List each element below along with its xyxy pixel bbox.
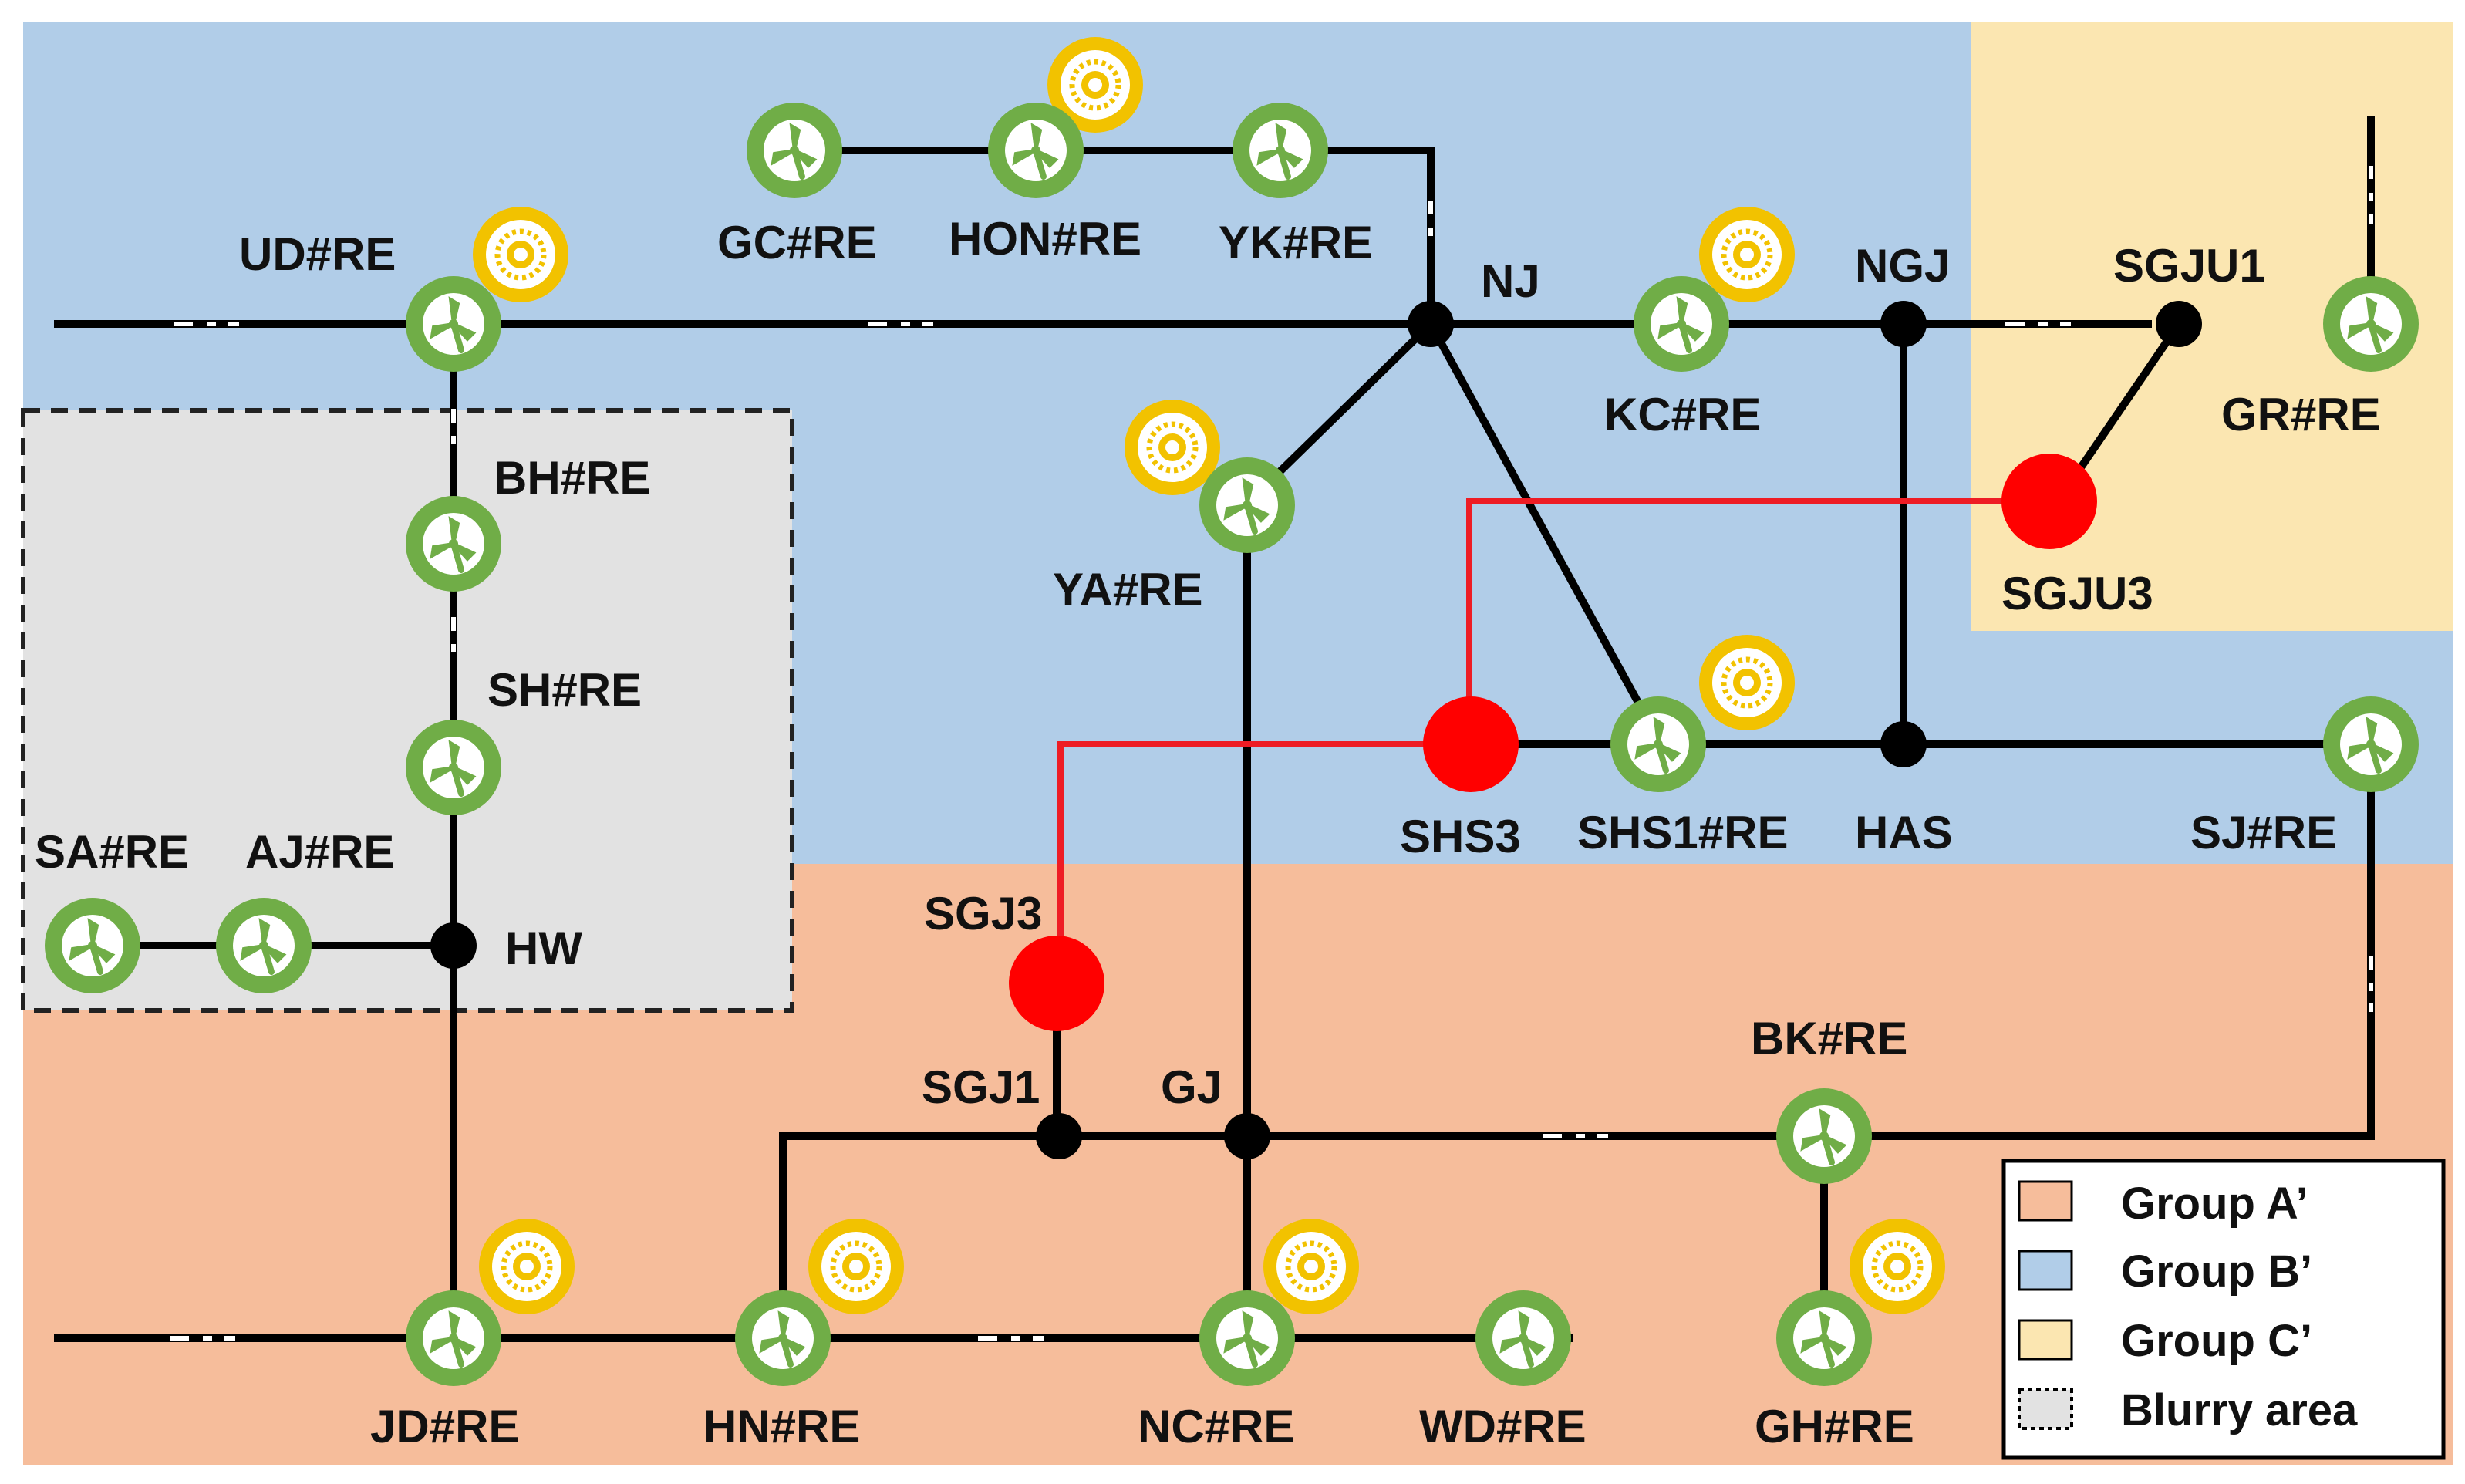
bus-nodes [430,301,2202,1159]
label-ya: YA#RE [1053,564,1203,616]
bus-node-icon [430,922,477,969]
wind-turbine-icon [2323,276,2419,372]
legend: Group A’ Group B’ Group C’ Blurry area [2001,1159,2446,1460]
bus-node-icon [1880,721,1927,767]
wind-turbine-icon [1776,1290,1872,1386]
solar-icon [1699,635,1795,730]
label-kc: KC#RE [1604,389,1761,440]
label-hon: HON#RE [949,213,1141,265]
label-sgju1: SGJU1 [2113,240,2265,292]
red-substation-icon [1009,936,1104,1031]
legend-box [2001,1159,2446,1460]
plant-labels: UD#RE GC#RE HON#RE YK#RE KC#RE GR#RE BH#… [35,213,2381,1452]
wind-turbine-icon [747,103,842,198]
legend-label-group-c: Group C’ [2121,1316,2312,1366]
wind-turbine-icon [988,103,1084,198]
label-sgj3: SGJ3 [924,888,1042,939]
label-gh: GH#RE [1755,1401,1914,1452]
wind-turbine-icon [406,1290,501,1386]
legend-swatch-blurry [2018,1388,2073,1430]
red-substation-icon [2001,454,2097,549]
wind-turbine-icon [406,276,501,372]
wind-turbine-icon [406,720,501,815]
label-gj: GJ [1161,1061,1222,1113]
legend-swatch-group-c [2018,1319,2073,1361]
wind-turbine-icon [735,1290,831,1386]
line-gaps [170,166,2373,1341]
label-nc: NC#RE [1138,1401,1294,1452]
label-wd: WD#RE [1419,1401,1587,1452]
wind-turbine-icon [1199,1290,1295,1386]
bus-node-icon [1224,1113,1270,1159]
label-shs1: SHS1#RE [1577,807,1788,858]
solar-icon [808,1219,904,1314]
solar-icon [479,1219,575,1314]
label-bh: BH#RE [494,452,650,504]
label-gr: GR#RE [2221,389,2381,440]
label-hn: HN#RE [703,1401,860,1452]
wind-turbine-icon [1199,457,1295,553]
solar-icon [1850,1219,1945,1314]
solar-icon [1263,1219,1359,1314]
label-sgju3: SGJU3 [2001,568,2153,619]
label-ngj: NGJ [1855,240,1950,292]
label-gc: GC#RE [717,217,877,268]
red-substation-icon [1423,696,1519,792]
bus-node-icon [1408,301,1454,347]
wind-turbine-icon [2323,696,2419,792]
label-sj: SJ#RE [2190,807,2337,858]
bus-labels: NJ NGJ SGJU1 SGJU3 SHS3 HAS HW SGJ3 SGJ1… [505,240,2265,1113]
solar-icon [1125,400,1220,495]
new-red-lines [1057,498,2052,983]
bus-node-icon [1880,301,1927,347]
legend-label-group-b: Group B’ [2121,1246,2312,1297]
label-sh: SH#RE [487,664,642,716]
wind-turbine-icon [1610,696,1706,792]
bus-node-icon [2156,301,2202,347]
label-jd: JD#RE [370,1401,519,1452]
label-ud: UD#RE [239,228,396,280]
blurry-area-region [21,408,794,1013]
wind-turbine-icon [1475,1290,1571,1386]
label-shs3: SHS3 [1400,811,1521,862]
label-yk: YK#RE [1219,217,1373,268]
label-nj: NJ [1481,255,1540,307]
red-substations [1009,454,2097,1031]
wind-turbine-icon [406,496,501,592]
wind-turbine-icon [45,898,140,993]
solar-icon [1699,207,1795,302]
label-has: HAS [1855,807,1953,858]
wind-turbine-icon [1634,276,1729,372]
legend-label-blurry: Blurry area [2121,1385,2358,1435]
wind-turbine-icon [216,898,312,993]
wind-turbine-icon [1776,1088,1872,1184]
legend-swatch-group-b [2018,1250,2073,1291]
wind-turbine-icon [1232,103,1328,198]
label-hw: HW [505,922,582,974]
bus-node-icon [1036,1113,1082,1159]
label-aj: AJ#RE [245,826,394,878]
label-sa: SA#RE [35,826,189,878]
legend-swatch-group-a [2018,1180,2073,1222]
label-bk: BK#RE [1751,1013,1907,1064]
label-sgj1: SGJ1 [922,1061,1040,1113]
legend-label-group-a: Group A’ [2121,1179,2308,1229]
solar-icon [473,207,568,302]
